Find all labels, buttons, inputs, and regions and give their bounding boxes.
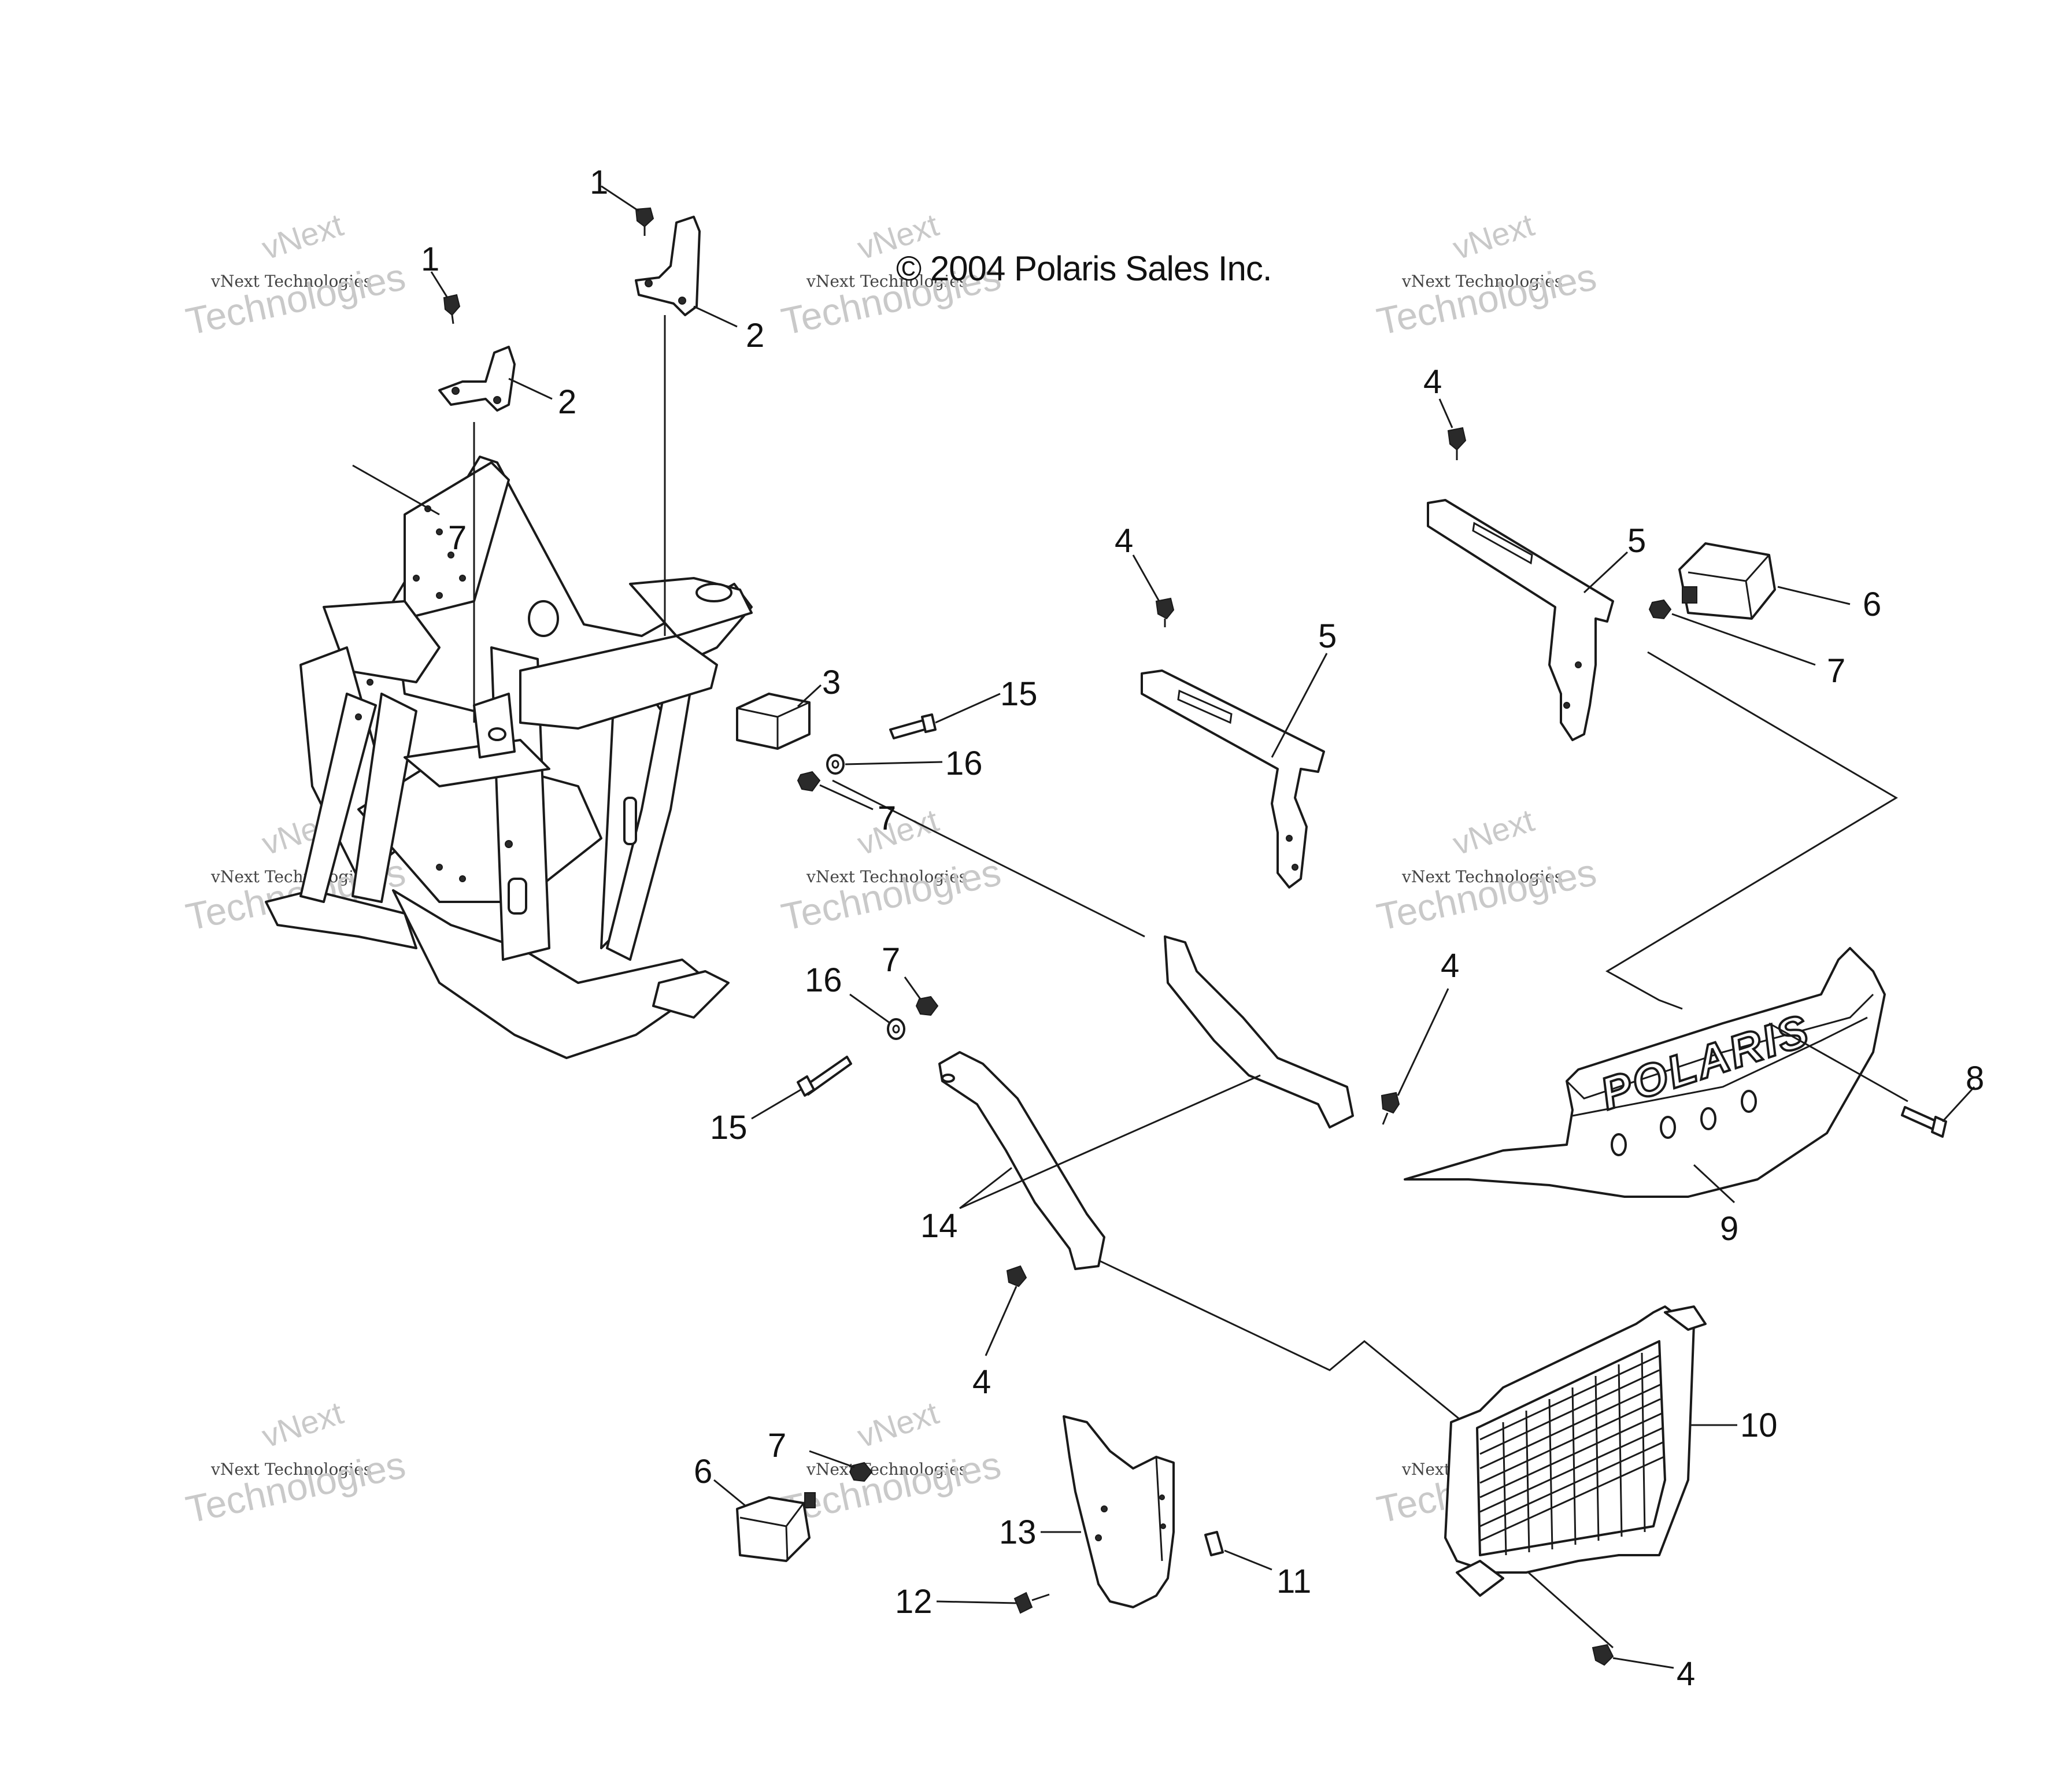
- bracket-13: [1041, 1415, 1175, 1608]
- brace-14-lower: [938, 1051, 1261, 1270]
- nut-7-lower: [809, 1450, 873, 1482]
- callout-12: 12: [895, 1583, 933, 1620]
- callout-13: 13: [999, 1514, 1037, 1551]
- callout-15: 15: [710, 1109, 748, 1146]
- nut-7-middle: [904, 976, 939, 1016]
- bracket-5-middle: [1141, 653, 1328, 889]
- callout-7: 7: [882, 941, 900, 979]
- callout-16: 16: [805, 961, 842, 999]
- callout-5: 5: [1318, 617, 1337, 655]
- callout-3: 3: [822, 664, 841, 701]
- nut-7-right: [1648, 599, 1816, 666]
- bracket-5-right: [1427, 499, 1629, 741]
- callout-1: 1: [421, 240, 439, 278]
- bolt-1-left: [430, 271, 461, 324]
- bolt-8: [1901, 1086, 1975, 1138]
- nose-cover-9: POLARIS: [1404, 947, 1908, 1204]
- callout-8: 8: [1966, 1060, 1984, 1097]
- bracket-2-left: [438, 346, 553, 412]
- callout-6: 6: [1863, 586, 1881, 623]
- callout-4: 4: [972, 1363, 991, 1401]
- callout-2: 2: [746, 317, 764, 354]
- washer-16-upper: [826, 754, 943, 775]
- fastener-4-grille: [1592, 1644, 1674, 1669]
- fastener-4-right-top: [1438, 398, 1467, 460]
- light-6-left: [713, 1479, 816, 1562]
- pad-3: [736, 684, 822, 750]
- callout-10: 10: [1740, 1407, 1778, 1444]
- callout-4: 4: [1441, 947, 1459, 985]
- callout-9: 9: [1720, 1210, 1738, 1248]
- callout-2: 2: [558, 383, 576, 421]
- nut-7-upper-left: [797, 771, 874, 811]
- bracket-2-top: [635, 216, 738, 328]
- callout-7: 7: [1827, 652, 1845, 690]
- fastener-4-middle: [1132, 554, 1175, 627]
- callout-15: 15: [1000, 675, 1038, 713]
- frame-assembly: [265, 315, 753, 1059]
- callout-6: 6: [694, 1453, 712, 1490]
- bolt-15-lower: [751, 1056, 852, 1120]
- light-6-right: [1678, 542, 1851, 620]
- callout-4: 4: [1115, 522, 1133, 560]
- fastener-4-brace: [1381, 988, 1449, 1125]
- callout-16: 16: [945, 745, 983, 782]
- callout-labels: 1 1 2 2 3 4 4 4 4 4 5 5 6 6 7 7 7 7 7 8 …: [421, 164, 1984, 1693]
- bolt-15-upper: [889, 693, 1001, 739]
- callout-5: 5: [1627, 522, 1646, 560]
- bolt-1-top: [601, 185, 654, 236]
- copyright-notice: © 2004 Polaris Sales Inc.: [896, 249, 1272, 288]
- callout-14: 14: [920, 1207, 958, 1245]
- callout-1: 1: [590, 164, 608, 201]
- grille-10: [1444, 1305, 1737, 1597]
- callout-11: 11: [1276, 1563, 1311, 1600]
- callout-4: 4: [1677, 1655, 1695, 1693]
- callout-7: 7: [448, 519, 467, 557]
- brace-14-upper: [832, 779, 1354, 1128]
- fastener-4-lower-left: [985, 1265, 1027, 1356]
- callout-7: 7: [768, 1427, 786, 1464]
- clip-11: [1204, 1531, 1272, 1571]
- callout-7: 7: [878, 800, 896, 837]
- screw-12: [936, 1592, 1050, 1614]
- callout-4: 4: [1423, 363, 1442, 401]
- washer-16-middle: [849, 993, 905, 1040]
